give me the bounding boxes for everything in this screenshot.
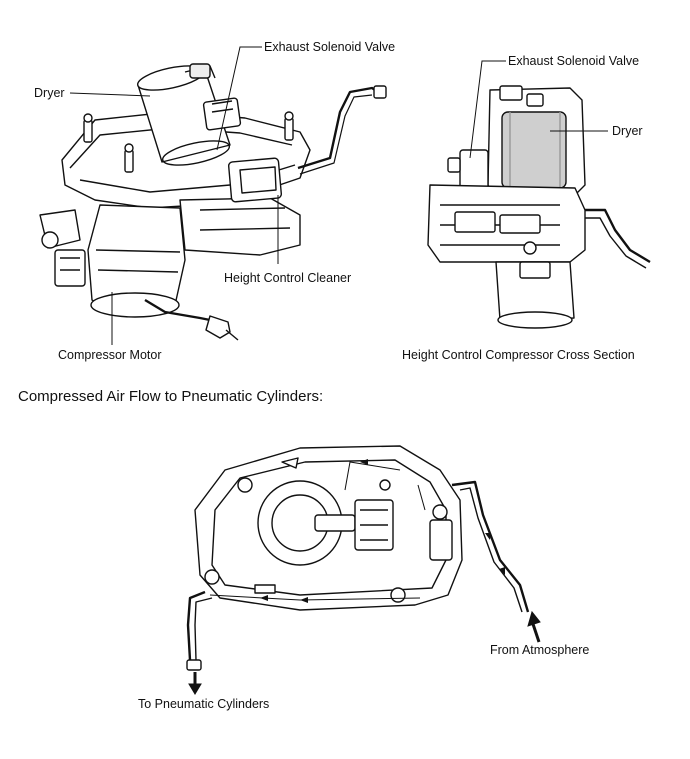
from-atmosphere-arrow: [527, 610, 541, 643]
dryer-label-right: Dryer: [612, 124, 643, 138]
leader-lines-left: [69, 46, 279, 345]
exhaust-solenoid-valve-label-right: Exhaust Solenoid Valve: [508, 54, 640, 68]
to-pneumatic-cylinders-label: To Pneumatic Cylinders: [138, 697, 270, 711]
from-atmosphere-label: From Atmosphere: [490, 643, 590, 657]
leader-lines-right: [469, 60, 608, 159]
air-flow-drawing: [186, 445, 530, 671]
compressor-motor-label: Compressor Motor: [58, 348, 162, 362]
exhaust-solenoid-valve-label-left: Exhaust Solenoid Valve: [264, 40, 396, 54]
air-flow-heading: Compressed Air Flow to Pneumatic Cylinde…: [18, 388, 324, 405]
cross-section-drawing: [427, 85, 651, 329]
to-cylinders-arrow: [188, 672, 202, 695]
dryer-label-left: Dryer: [34, 86, 65, 100]
height-control-cleaner-label: Height Control Cleaner: [224, 271, 352, 285]
compressor-assembly-drawing: [39, 63, 387, 341]
cross-section-caption: Height Control Compressor Cross Section: [402, 348, 635, 362]
flow-arrowheads: [260, 459, 505, 603]
